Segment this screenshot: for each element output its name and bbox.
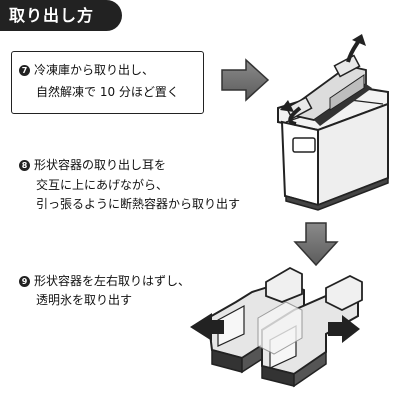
left-arrow-icon [190,313,224,341]
curved-down-arrow-icon [280,100,302,126]
step-7-number: 7 [19,65,30,76]
step-7-box [11,51,204,114]
step-8-line-3: 引っ張るように断熱容器から取り出す [36,197,241,211]
page-title: 取り出し方 [0,0,122,31]
curved-up-arrow-icon [346,34,366,63]
step-8-number: 8 [19,160,30,171]
step-8-line-2: 交互に上にあげながら、 [36,178,169,192]
right-small-arrow-icon [328,315,360,343]
step-7-line-2: 自然解凍で 10 分ほど置く [36,85,179,99]
mold-pieces [285,54,372,126]
insulated-container [277,84,389,211]
down-arrow-icon [293,222,339,267]
right-arrow-icon [221,58,270,102]
step-9-line-2: 透明氷を取り出す [36,293,133,307]
step-9-number: 9 [19,276,30,287]
clear-ice-block [257,301,303,355]
